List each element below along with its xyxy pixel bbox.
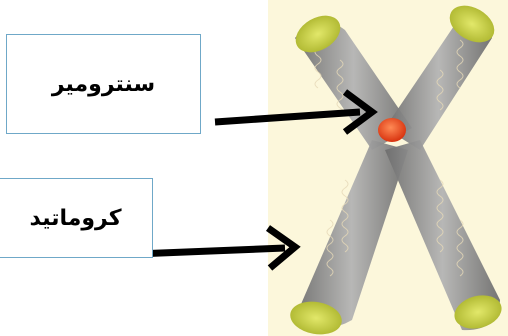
centromere-label-text: سنترومير xyxy=(52,72,155,97)
chromatid-label-text: كروماتيد xyxy=(30,206,122,231)
chromatid-label: كروماتيد xyxy=(0,178,153,258)
centromere-label: سنترومير xyxy=(6,34,201,134)
centromere-dot xyxy=(378,118,406,142)
